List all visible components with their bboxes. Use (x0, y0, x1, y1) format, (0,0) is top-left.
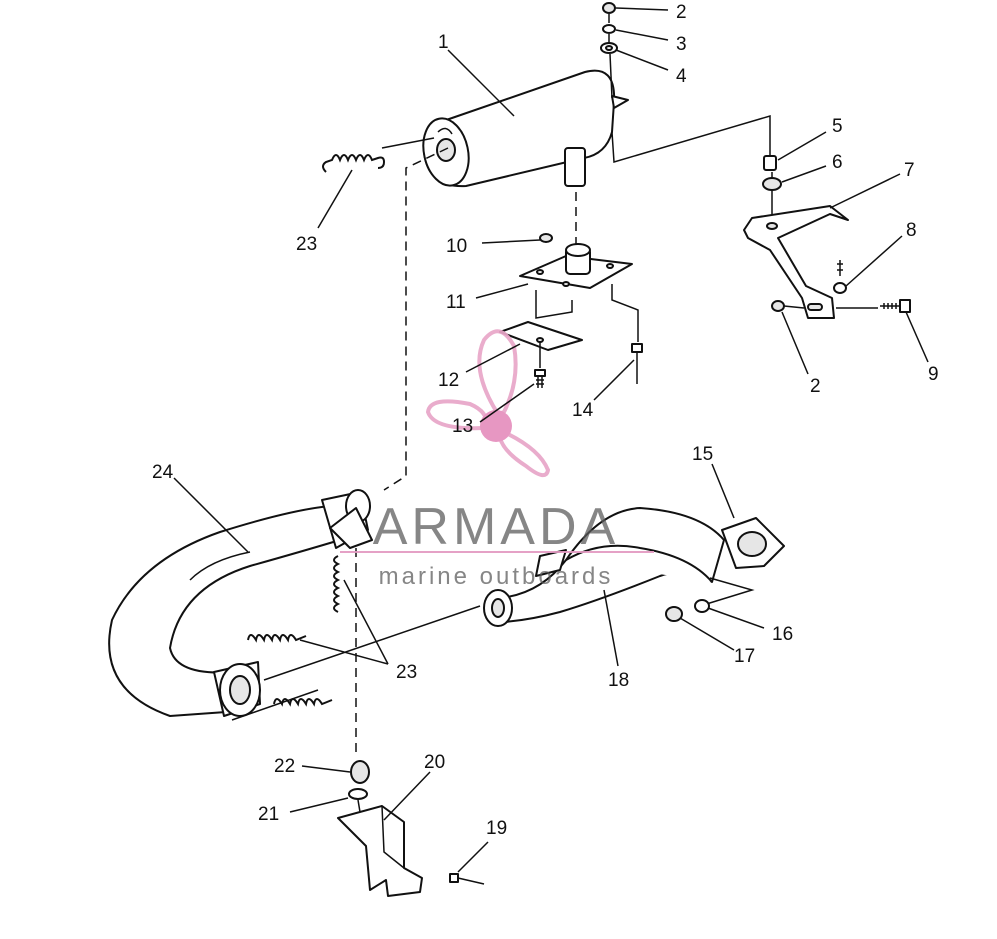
callout-23-upper: 23 (296, 234, 317, 255)
callout-4: 4 (676, 66, 687, 87)
watermark-brand: ARMADA (373, 498, 619, 556)
spring-part-23-lower (273, 698, 333, 707)
nut-part-17 (665, 606, 683, 622)
watermark-tagline: marine outboards (379, 563, 614, 590)
callout-16: 16 (772, 624, 793, 645)
spring-part-23-vertical (333, 555, 341, 613)
washer-part-16 (694, 599, 710, 613)
screw-part-8 (833, 260, 847, 294)
propeller-hub (480, 410, 512, 442)
propeller-blade-right (497, 431, 551, 478)
washer-part-21 (348, 788, 368, 800)
bracket-part-20 (337, 805, 423, 897)
callout-14: 14 (572, 400, 594, 421)
nut-part-2-top (602, 2, 616, 14)
callout-19: 19 (486, 818, 507, 839)
washer-part-3 (602, 24, 616, 34)
grommet-part-10 (539, 233, 553, 243)
spring-part-23-middle (247, 634, 307, 643)
callout-12: 12 (438, 370, 459, 391)
bracket-part-12 (499, 321, 583, 351)
callout-17: 17 (734, 646, 755, 667)
grommet-part-22 (350, 760, 370, 784)
callout-18: 18 (608, 670, 629, 691)
spacer-part-5 (763, 155, 777, 171)
callout-21: 21 (258, 804, 279, 825)
spring-part-23-upper (322, 154, 386, 173)
mount-plate-part-11 (519, 243, 633, 289)
grommet-part-6 (762, 177, 782, 191)
bracket-part-7 (743, 205, 849, 319)
callout-3: 3 (676, 34, 687, 55)
callout-10: 10 (446, 236, 467, 257)
muffler-part-1 (422, 69, 629, 188)
screw-part-19 (449, 873, 485, 885)
screw-part-13 (534, 369, 546, 388)
washer-part-4 (600, 42, 618, 54)
armada-watermark: ARMADA marine outboards (340, 329, 654, 590)
callout-23-lower: 23 (396, 662, 417, 683)
callout-22: 22 (274, 756, 295, 777)
bolt-part-9 (880, 299, 911, 313)
bolt-part-14 (631, 343, 643, 384)
callout-11: 11 (446, 292, 466, 313)
callout-13: 13 (452, 416, 473, 437)
propeller-blade-left (425, 399, 489, 431)
callout-9: 9 (928, 364, 939, 385)
callout-labels: 1 2 3 4 5 6 7 8 9 2 10 11 12 13 14 23 24… (152, 2, 939, 839)
callout-6: 6 (832, 152, 843, 173)
exhaust-manifold-part-18 (483, 507, 725, 627)
propeller-logo-icon (425, 329, 551, 478)
callout-2-lower: 2 (810, 376, 821, 397)
exhaust-pipe-part-24 (108, 489, 373, 717)
propeller-blade-top (477, 329, 518, 417)
callout-8: 8 (906, 220, 917, 241)
nut-part-2-lower (771, 300, 785, 312)
callout-1: 1 (438, 32, 449, 53)
callout-7: 7 (904, 160, 915, 181)
callout-5: 5 (832, 116, 843, 137)
callout-2-top: 2 (676, 2, 687, 23)
gasket-part-15 (721, 517, 785, 569)
callout-15: 15 (692, 444, 713, 465)
callout-20: 20 (424, 752, 445, 773)
callout-24: 24 (152, 462, 174, 483)
leader-lines (173, 7, 929, 873)
